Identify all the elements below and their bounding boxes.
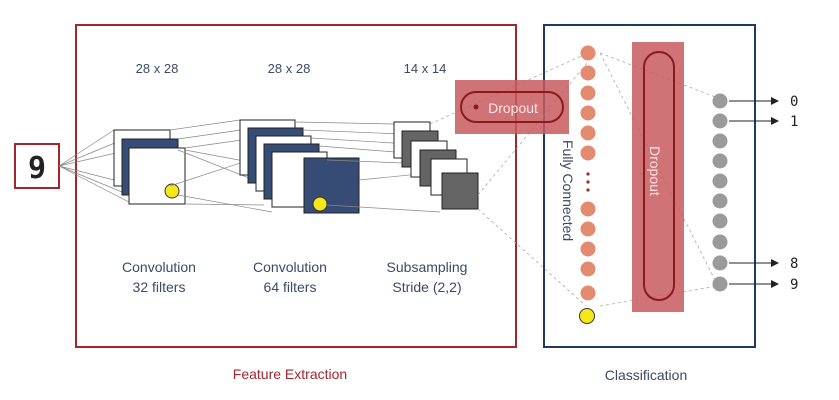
fc-node: [580, 125, 596, 141]
fc-node: [580, 261, 596, 277]
feature-extraction-title: Feature Extraction: [233, 366, 347, 382]
output-arrows: [729, 97, 779, 288]
output-node: [712, 93, 728, 109]
output-node: [712, 234, 728, 250]
output-node: [712, 255, 728, 271]
fc-highlight-node: [579, 308, 595, 324]
fc-node: [580, 65, 596, 81]
stage1-name: Convolution: [122, 259, 196, 275]
stage3-name: Subsampling: [387, 259, 468, 275]
output-node: [712, 173, 728, 189]
dropout-block-classification: Dropout: [632, 42, 684, 312]
fc-node: [580, 85, 596, 101]
fc-node: [580, 145, 596, 161]
output-label-8: 8: [790, 256, 798, 272]
conv2-feature-maps: [239, 119, 360, 214]
output-label-0: 0: [790, 94, 798, 110]
dropout-label-classification: Dropout: [647, 146, 663, 196]
output-label-9: 9: [790, 277, 798, 293]
output-node: [712, 113, 728, 129]
fc-node: [580, 201, 596, 217]
classification-title: Classification: [605, 367, 687, 383]
stage2-size: 28 x 28: [268, 61, 311, 76]
fc-node: [580, 105, 596, 121]
output-label-1: 1: [790, 114, 798, 130]
stage3-detail: Stride (2,2): [392, 279, 461, 295]
stage3-size: 14 x 14: [404, 61, 447, 76]
output-node: [712, 193, 728, 209]
dropout-block-feature: Dropout: [455, 80, 569, 134]
output-layer: [712, 93, 728, 292]
feature-extraction-frame: [75, 24, 517, 348]
stage2-name: Convolution: [253, 259, 327, 275]
fc-node: [580, 45, 596, 61]
output-node: [712, 213, 728, 229]
output-node: [712, 276, 728, 292]
classification-frame: [543, 24, 756, 348]
input-digit: 9: [28, 151, 46, 186]
fc-node: [580, 285, 596, 301]
fc-ellipsis-dot: [586, 172, 590, 176]
fc-label: Fully Connected: [560, 140, 576, 241]
subsampling-maps: [393, 121, 479, 210]
fc-node: [580, 241, 596, 257]
fc-ellipsis-dot: [586, 188, 590, 192]
stage1-size: 28 x 28: [136, 61, 179, 76]
fc-node: [580, 221, 596, 237]
highlight-pixel: [164, 183, 180, 199]
dropout-label-feature: Dropout: [488, 100, 538, 116]
conv1-feature-maps: [113, 129, 186, 205]
stage2-detail: 64 filters: [264, 279, 317, 295]
fc-layer: [579, 45, 596, 324]
stage1-detail: 32 filters: [133, 279, 186, 295]
fc-ellipsis-dot: [586, 180, 590, 184]
highlight-pixel: [312, 196, 328, 212]
input-digit-image: 9: [14, 143, 60, 189]
output-node: [712, 153, 728, 169]
output-node: [712, 133, 728, 149]
